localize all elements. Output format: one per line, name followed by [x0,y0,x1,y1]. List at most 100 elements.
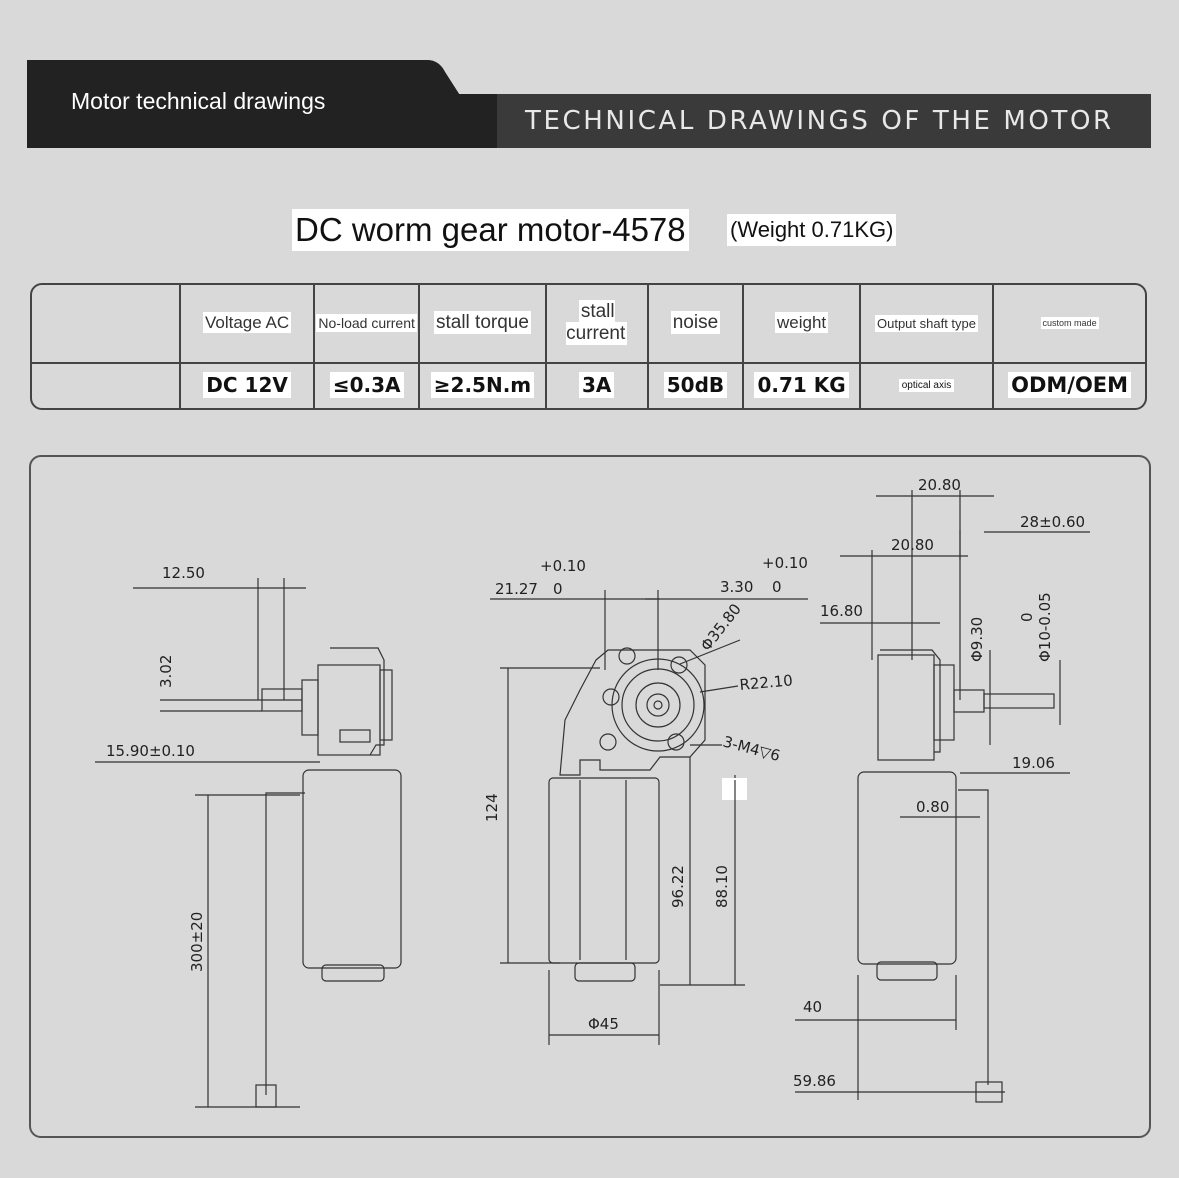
front-motor-body [548,777,660,964]
value-custom: ODM/OEM [1008,372,1132,399]
front-shaft-center [646,693,670,717]
value-stall-current: 3A [579,372,615,399]
dim-zero-left: 0 [553,580,563,598]
right-motor-cap [876,961,938,981]
left-gearbox-cover [330,647,385,756]
spec-value: ≤0.3A [313,361,421,408]
front-motor-cap [574,962,636,982]
front-flange-inner [635,682,681,728]
mount-hole [667,733,685,751]
mount-hole [602,688,620,706]
spec-corner-cell [32,361,181,408]
front-flange-mid [621,668,695,742]
right-view [795,490,1090,1103]
right-motor-body [857,771,957,965]
left-gearbox-side [379,669,393,741]
value-weight: 0.71 KG [754,372,849,399]
dim-3-30: 3.30 [720,578,753,596]
spec-header: Output shaft type [858,285,995,364]
spec-value: optical axis [858,361,995,408]
leader-line [679,639,741,665]
spec-header: stall torque [418,285,547,364]
spec-header-row: Voltage AC No-load current stall torque … [32,285,1145,364]
leader-line [699,685,739,693]
spec-value: ODM/OEM [992,361,1145,408]
right-gearbox-cover [880,649,941,753]
right-shaft-collar [953,689,985,713]
dim-19-06: 19.06 [1012,754,1055,772]
mount-hole [670,656,688,674]
right-shaft [983,693,1055,709]
banner-left-label: Motor technical drawings [71,88,326,114]
right-gearbox-side [933,664,955,741]
dim-124: 124 [483,793,501,822]
header-noload-current: No-load current [316,314,417,333]
left-lead-wire [265,792,305,1095]
left-view [95,578,402,1108]
header-weight: weight [775,312,829,334]
banner-shape [27,60,1151,148]
dim-3-m4: 3-M4▽6 [721,732,782,765]
header-banner: Motor technical drawings TECHNICAL DRAWI… [27,60,1151,148]
spec-value-row: DC 12V ≤0.3A ≥2.5N.m 3A 50dB 0.71 KG opt… [32,361,1145,408]
spec-header: No-load current [313,285,421,364]
spec-value: ≥2.5N.m [418,361,547,408]
product-title: DC worm gear motor-4578 [292,209,689,251]
dim-tol-right: +0.10 [762,554,808,572]
product-weight: (Weight 0.71KG) [727,214,897,246]
left-gearbox-tab [339,729,371,743]
spec-value: 50dB [646,361,745,408]
dim-phi-10: Φ10-0.05 [1036,592,1054,662]
dim-21-27: 21.27 [495,580,538,598]
front-gearbox [559,649,706,776]
dim-15-90: 15.90±0.10 [106,742,195,760]
dim-300: 300±20 [188,912,206,972]
value-noise: 50dB [663,372,728,399]
front-view [490,590,808,1045]
spec-value: 3A [544,361,649,408]
dim-40: 40 [803,998,822,1016]
drawing-svg: 12.50 3.02 15.90±0.10 300±20 [95,476,1090,1108]
dim-phi-45: Φ45 [588,1015,619,1033]
spec-header: Voltage AC [178,285,316,364]
technical-drawing-panel: 12.50 3.02 15.90±0.10 300±20 [29,455,1151,1138]
mount-hole [618,647,636,665]
banner-title: TECHNICAL DRAWINGS OF THE MOTOR [525,106,1114,136]
dim-28-tol: 28±0.60 [1020,513,1085,531]
header-output-shaft: Output shaft type [874,314,978,332]
dim-tol-left: +0.10 [540,557,586,575]
left-motor-cap [321,964,385,982]
spec-value: DC 12V [178,361,316,408]
header-noise: noise [670,311,721,335]
left-gearbox-flange [301,679,319,736]
header-stall-current: stall current [566,300,628,346]
header-custom: custom made [1040,317,1099,330]
spec-header: stall current [544,285,649,364]
left-motor-body [302,769,402,969]
dim-20-80-b: 20.80 [891,536,934,554]
dim-3-02: 3.02 [157,655,175,688]
dim-88-10: 88.10 [713,865,731,908]
dim-zero-right: 0 [772,578,782,596]
dim-16-80: 16.80 [820,602,863,620]
dim-shaft-tol-zero: 0 [1018,612,1036,622]
spec-table: Voltage AC No-load current stall torque … [30,283,1147,410]
dim-20-80-a: 20.80 [918,476,961,494]
dim-r22-10: R22.10 [739,671,794,694]
right-lead-wire [958,789,989,1085]
dim-59-86: 59.86 [793,1072,836,1090]
front-shaft-core [653,700,663,710]
header-stall-torque: stall torque [433,311,531,335]
front-flange-outer [611,658,705,752]
spec-header: weight [742,285,861,364]
value-stall-torque: ≥2.5N.m [430,372,535,399]
dim-phi-35-80: Φ35.80 [697,600,745,654]
value-voltage: DC 12V [203,372,291,399]
mount-hole [599,733,617,751]
value-output-shaft: optical axis [898,379,955,393]
dim-96-22: 96.22 [669,865,687,908]
spec-corner-cell [32,285,181,364]
dim-0-80: 0.80 [916,798,949,816]
right-gearbox [877,654,935,761]
spec-header: noise [646,285,745,364]
